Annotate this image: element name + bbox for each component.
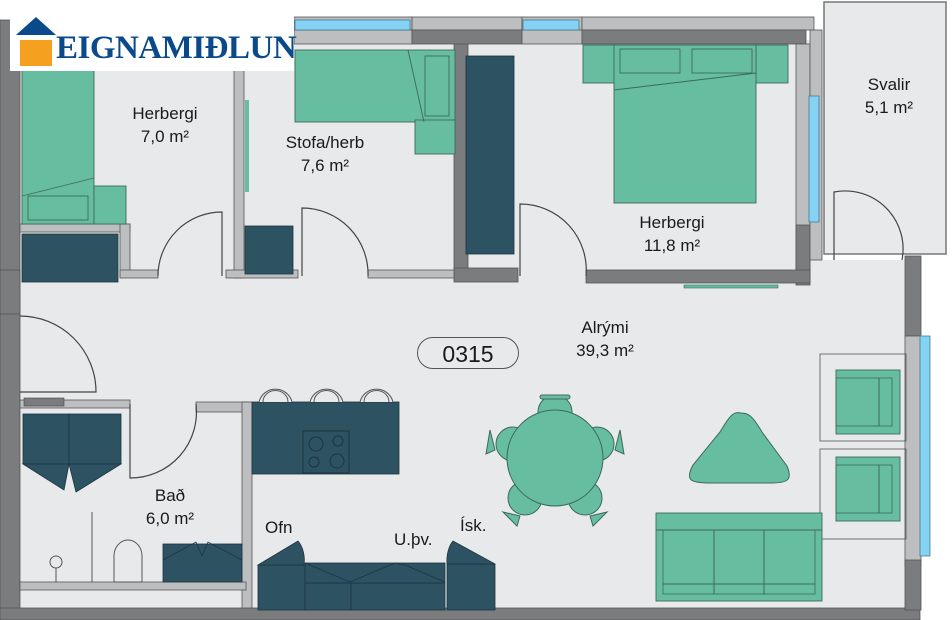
door-stofa-herb	[301, 207, 369, 277]
room-stofa-herb: Stofa/herb 7,6 m²	[260, 131, 390, 177]
dining-table	[485, 394, 625, 527]
wardrobe-hall	[465, 55, 515, 255]
doors	[19, 190, 904, 479]
door-bad	[129, 403, 198, 479]
room-area: 5,1 m²	[864, 98, 914, 117]
sofa	[655, 512, 823, 602]
bath-rail	[23, 397, 65, 407]
label-dishwasher: U.þv.	[394, 530, 433, 549]
windows	[294, 19, 931, 557]
room-name: Alrými	[581, 318, 629, 337]
coffee-table	[688, 412, 790, 484]
room-bad: Bað 6,0 m²	[125, 484, 215, 530]
room-alrymi: Alrými 39,3 m²	[550, 316, 660, 362]
shelf-stofa-herb	[245, 100, 249, 192]
cabinet-stofa-herb	[244, 225, 294, 275]
toilet	[113, 539, 143, 583]
room-area: 39,3 m²	[576, 341, 634, 360]
bed-herbergi-2	[582, 44, 789, 204]
room-name: Herbergi	[639, 213, 705, 232]
door-svalir	[833, 190, 904, 261]
kitchen-island	[251, 401, 400, 475]
door-herbergi-2	[519, 203, 587, 277]
room-svalir: Svalir 5,1 m²	[844, 73, 934, 119]
label-fridge: Ísk.	[460, 516, 487, 535]
room-area: 11,8 m²	[643, 236, 701, 255]
room-name: Stofa/herb	[285, 133, 365, 152]
room-name: Bað	[154, 486, 186, 505]
wardrobe-herbergi-1	[21, 233, 119, 283]
radiator-herbergi-2	[683, 284, 779, 289]
label-oven: Ofn	[265, 518, 293, 537]
door-entry	[19, 315, 97, 393]
bath-sink-cabinet	[162, 541, 243, 583]
house-icon	[16, 17, 56, 66]
room-name: Svalir	[867, 75, 911, 94]
room-name: Herbergi	[132, 104, 198, 123]
kitchen-counter	[256, 540, 496, 611]
walls	[0, 16, 922, 620]
room-area: 6,0 m²	[145, 509, 195, 528]
bed-herbergi-1	[21, 69, 127, 225]
armchairs	[819, 353, 907, 540]
room-area: 7,6 m²	[300, 156, 350, 175]
bar-stools	[258, 388, 394, 403]
brand-logo: EIGNAMIÐLUN	[10, 15, 297, 71]
washer-dryer	[21, 413, 123, 493]
brand-name: EIGNAMIÐLUN	[56, 30, 297, 66]
room-herbergi-2: Herbergi 11,8 m²	[614, 211, 730, 257]
unit-number-badge: 0315	[417, 337, 519, 369]
shower	[49, 512, 93, 582]
bed-stofa-herb	[294, 49, 456, 155]
door-herbergi-1	[157, 211, 223, 277]
room-herbergi-1: Herbergi 7,0 m²	[110, 102, 220, 148]
room-area: 7,0 m²	[140, 127, 190, 146]
